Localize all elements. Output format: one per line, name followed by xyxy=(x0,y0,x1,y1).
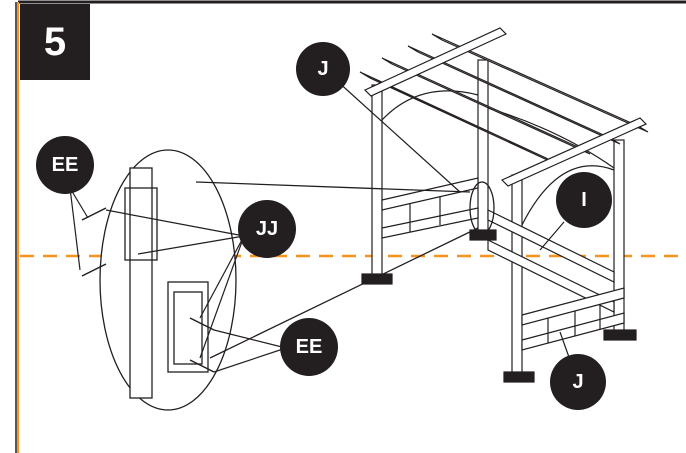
post-front-left xyxy=(511,174,523,376)
foot-front-right xyxy=(603,329,637,341)
rafter-3 xyxy=(407,45,621,145)
foot-back-left xyxy=(361,273,393,285)
foot-back-right xyxy=(469,229,497,241)
zoom-line-top xyxy=(195,181,471,193)
side-rail-bottom xyxy=(487,239,615,313)
rafter-2 xyxy=(381,57,591,155)
zoom-target-oval xyxy=(469,181,495,235)
leader-j-top xyxy=(335,79,461,193)
post-back-right xyxy=(477,59,489,233)
detail-bracket-lower xyxy=(173,291,203,365)
callout-j-bottom: J xyxy=(550,354,606,410)
callout-ee-bottom: EE xyxy=(280,318,338,376)
leader-jj xyxy=(137,235,245,255)
leader-ee-top xyxy=(69,187,81,271)
brace-back xyxy=(381,90,479,121)
brace-front xyxy=(521,165,615,226)
post-front-right xyxy=(613,139,625,333)
beam-back xyxy=(363,27,508,97)
step-number-box: 5 xyxy=(20,4,90,80)
leader-jj xyxy=(105,209,245,237)
leader-jj xyxy=(199,235,245,319)
leader-ee-bottom xyxy=(213,347,287,373)
leader-lines xyxy=(69,79,571,373)
screw xyxy=(189,359,215,373)
leader-ee-top xyxy=(69,187,89,219)
side-rail-top xyxy=(487,209,615,283)
foot-front-left xyxy=(503,371,535,383)
screw xyxy=(81,263,107,277)
screw xyxy=(189,317,215,331)
callout-i: I xyxy=(556,172,612,228)
screw xyxy=(81,207,107,221)
rafter-4 xyxy=(431,33,649,133)
leader-jj xyxy=(199,235,245,359)
detail-post xyxy=(129,167,153,399)
callout-jj: JJ xyxy=(238,200,296,258)
callout-ee-top: EE xyxy=(36,136,94,194)
front-rail-top xyxy=(521,287,625,326)
beam-front xyxy=(500,117,648,187)
back-rail-top xyxy=(381,177,479,211)
zoom-line-bottom xyxy=(209,227,479,359)
detail-bracket-upper xyxy=(124,187,158,261)
back-rail-bottom xyxy=(381,207,479,239)
callout-j-top: J xyxy=(296,42,350,96)
screws xyxy=(81,207,215,373)
leader-i xyxy=(539,221,565,251)
leader-ee-bottom xyxy=(213,329,287,349)
